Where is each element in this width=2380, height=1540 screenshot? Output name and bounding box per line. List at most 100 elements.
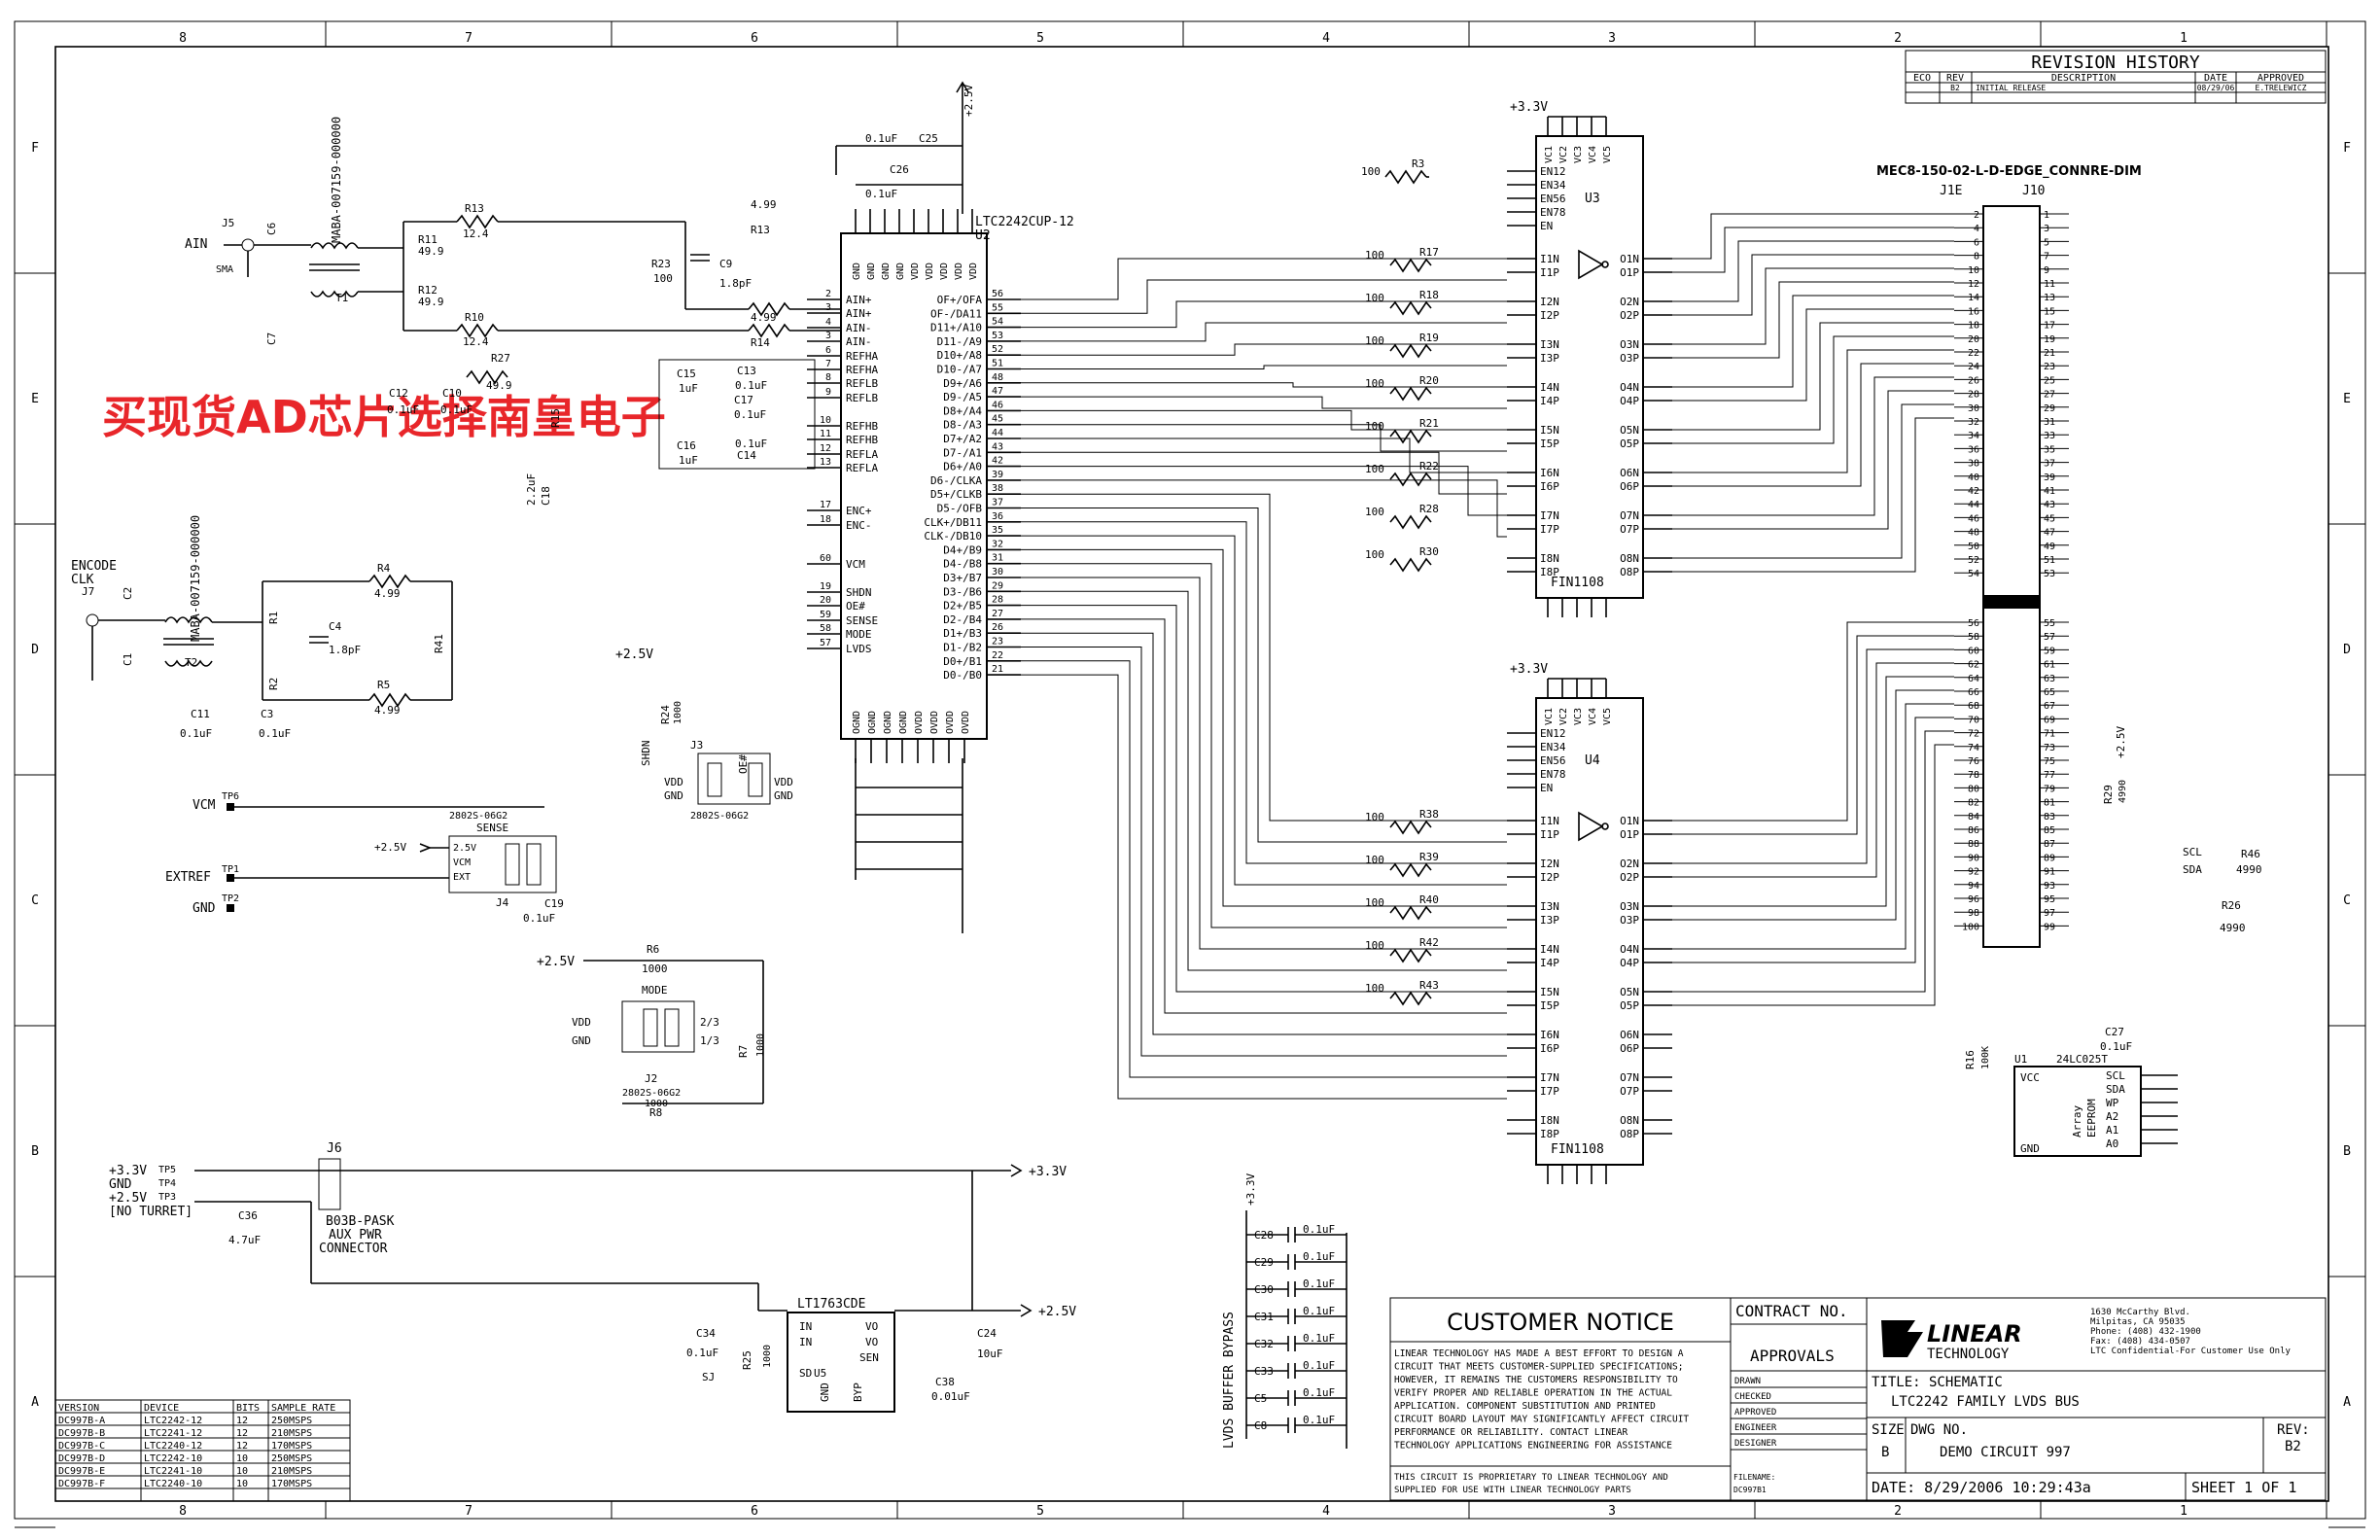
c36-val: 4.7uF [228, 1234, 261, 1246]
border-row-left: C [31, 893, 39, 908]
connector-pin-number: 64 [1968, 674, 1979, 684]
u2-pin-number: 28 [992, 595, 1003, 606]
variant-cell: LTC2241-10 [144, 1466, 202, 1477]
fin-vcc-name: VC4 [1588, 146, 1598, 163]
fin-output-name: O8P [1620, 1128, 1639, 1140]
fin-input-name: I5N [1540, 986, 1559, 998]
c19-val: 0.1uF [523, 912, 555, 925]
variant-cell: 170MSPS [271, 1479, 312, 1489]
c24-val: 10uF [977, 1348, 1003, 1360]
connector-pin-number: 41 [2044, 486, 2055, 497]
u2-pin-number: 59 [820, 610, 831, 620]
connector-pin-number: 26 [1968, 375, 1979, 386]
j7-ref: J7 [82, 585, 94, 598]
resistor-symbol [1389, 862, 1432, 878]
connector-pin-number: 42 [1968, 486, 1979, 497]
c13-val: 0.1uF [735, 379, 767, 392]
c15-val: 1uF [679, 382, 698, 395]
pwr-gnd: GND [109, 1177, 132, 1192]
border-row-right: C [2343, 893, 2351, 908]
connector-pin-number: 54 [1968, 569, 1979, 579]
bus-wire [1021, 535, 1507, 886]
c27-val: 0.1uF [2100, 1040, 2132, 1053]
fin-output-name: O2N [1620, 858, 1639, 870]
j3-gnd-right: GND [774, 789, 793, 802]
connector-pin-number: 97 [2044, 908, 2055, 919]
u2-top-pin-name: VDD [968, 262, 979, 280]
u2-pin-name: D7-/A1 [943, 446, 982, 459]
border-col-top: 7 [465, 31, 472, 46]
connector-pin-number: 39 [2044, 472, 2055, 483]
variant-cell: DC997B-D [58, 1453, 105, 1464]
size-label: SIZE [1872, 1422, 1905, 1438]
fin-output-name: O7P [1620, 523, 1639, 536]
ltc-logo: LINEAR TECHNOLOGY [1881, 1320, 2022, 1362]
fin-resistor-value: 100 [1365, 896, 1384, 909]
customer-notice-title: CUSTOMER NOTICE [1447, 1309, 1674, 1336]
u2-pin-number: 27 [992, 609, 1003, 619]
bus-wire [1021, 365, 1507, 369]
j2-gnd: GND [572, 1034, 591, 1047]
rev-value: B2 [2285, 1439, 2301, 1454]
u2-pin-number: 30 [992, 567, 1003, 578]
border-col-top: 2 [1894, 31, 1902, 46]
r23-val: 100 [653, 272, 673, 285]
u2-pin-number: 7 [825, 359, 831, 369]
u2-pin-name: D2+/B5 [943, 600, 982, 612]
fin-vcc-name: VC5 [1602, 146, 1613, 163]
fin-output-name: O7N [1620, 1071, 1639, 1084]
u2-pin-name: D5-/OFB [937, 503, 983, 515]
r10-val: 12.4 [463, 335, 489, 348]
tp3-label: TP3 [158, 1192, 176, 1203]
connector-pin-number: 35 [2044, 444, 2055, 455]
u2-pin-number: 19 [820, 581, 831, 592]
fin-supply: +3.3V [1510, 662, 1548, 677]
u2-pin-name: D1-/B2 [943, 642, 982, 654]
u2-pin-name: SENSE [846, 614, 878, 627]
r13-val: 4.99 [751, 198, 777, 211]
connector-pin-number: 37 [2044, 459, 2055, 470]
border-col-bottom: 8 [179, 1504, 187, 1519]
c16-ref: C16 [677, 439, 696, 452]
u2-pin-name: REFLB [846, 377, 878, 390]
fin-resistor-value: 100 [1365, 292, 1384, 304]
border-row-right: F [2343, 141, 2351, 156]
resistor-symbol [1389, 905, 1432, 921]
connector-pin-number: 66 [1968, 687, 1979, 698]
bus-wire [1021, 521, 1507, 864]
r24-ref: R24 [659, 705, 672, 724]
tp6-label: TP6 [222, 791, 239, 802]
u1-array: Array [2071, 1105, 2083, 1138]
u2-pin-number: 11 [820, 429, 831, 439]
rev-header-description: DESCRIPTION [2051, 73, 2116, 84]
dwg-label: DWG NO. [1910, 1422, 1968, 1438]
fin-resistor-ref: R42 [1419, 936, 1439, 949]
variant-cell: LTC2242-12 [144, 1416, 202, 1426]
u2-bottom-pin-name: OGND [883, 711, 893, 734]
eeprom-pin-name: WP [2106, 1097, 2119, 1109]
fin-vcc-name: VC2 [1558, 146, 1569, 163]
u1-body [2013, 1066, 2142, 1157]
pwr-v25: +2.5V [109, 1191, 147, 1206]
connector-pin-number: 44 [1968, 500, 1979, 510]
fin-resistor-value: 100 [1365, 334, 1384, 347]
connector-pin-number: 99 [2044, 922, 2055, 932]
fin-output-name: O6P [1620, 480, 1639, 493]
u2-pin-name: D6-/CLKA [930, 474, 982, 487]
r24-v25: +2.5V [615, 648, 653, 662]
fin-output-name: O1P [1620, 828, 1639, 841]
bus-wire [1021, 660, 1507, 1078]
connector-pin-number: 23 [2044, 362, 2055, 372]
bypass-cap-ref: C32 [1254, 1338, 1274, 1350]
border-col-top: 6 [751, 31, 758, 46]
notice-line: HOWEVER, IT REMAINS THE CUSTOMERS RESPON… [1394, 1375, 1678, 1385]
j3-ref: J3 [690, 739, 703, 752]
u2-pin-name: D3-/B6 [943, 585, 982, 598]
c14-ref: C14 [737, 449, 756, 462]
connector-pin-number: 96 [1968, 894, 1979, 905]
c11-val: 0.1uF [180, 727, 212, 740]
tp2-label: TP2 [222, 893, 239, 904]
rev-label: REV: [2277, 1422, 2310, 1438]
